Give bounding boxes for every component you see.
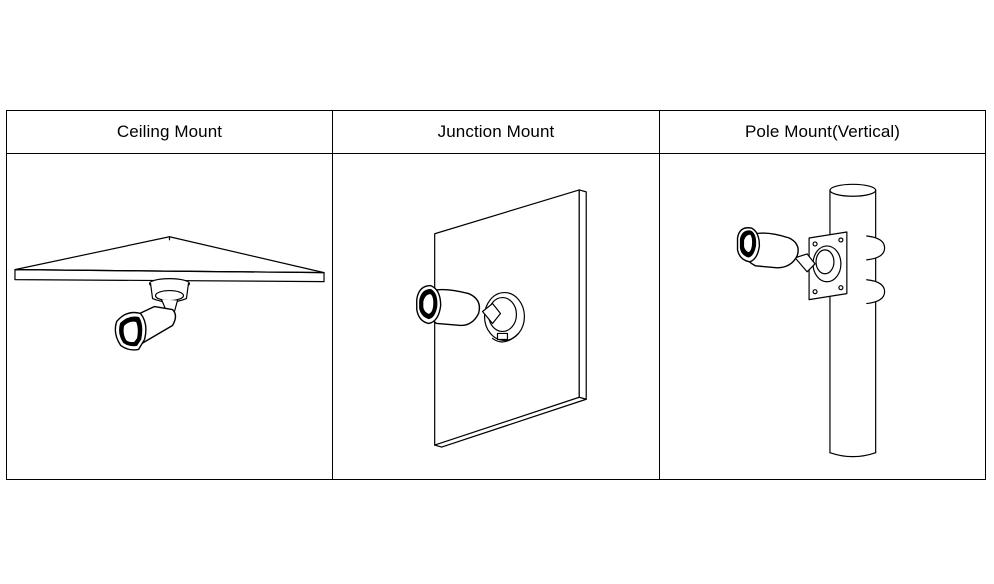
mount-type-table: Ceiling Mount Junction Mount Pole Mount(… — [6, 110, 986, 480]
column-heading-junction-mount: Junction Mount — [333, 111, 660, 154]
pole-camera-body — [738, 228, 816, 272]
pole-mount-camera-illustration — [660, 154, 985, 479]
ceiling-camera-body — [115, 307, 175, 350]
pole — [830, 184, 876, 456]
pole-mount-illustration-cell — [660, 154, 985, 479]
junction-camera-body — [417, 286, 501, 326]
ceiling-mount-illustration-cell — [7, 154, 333, 479]
ceiling-mount-base — [150, 279, 190, 312]
pole-mount-plate — [809, 232, 847, 300]
junction-mount-camera-illustration — [333, 154, 659, 479]
pole-clamps — [867, 236, 885, 304]
column-heading-pole-mount: Pole Mount(Vertical) — [660, 111, 985, 154]
ceiling-mount-camera-illustration — [7, 154, 332, 479]
column-heading-ceiling-mount: Ceiling Mount — [7, 111, 333, 154]
junction-box — [485, 293, 525, 342]
junction-mount-illustration-cell — [333, 154, 660, 479]
ceiling-slab — [15, 237, 324, 282]
